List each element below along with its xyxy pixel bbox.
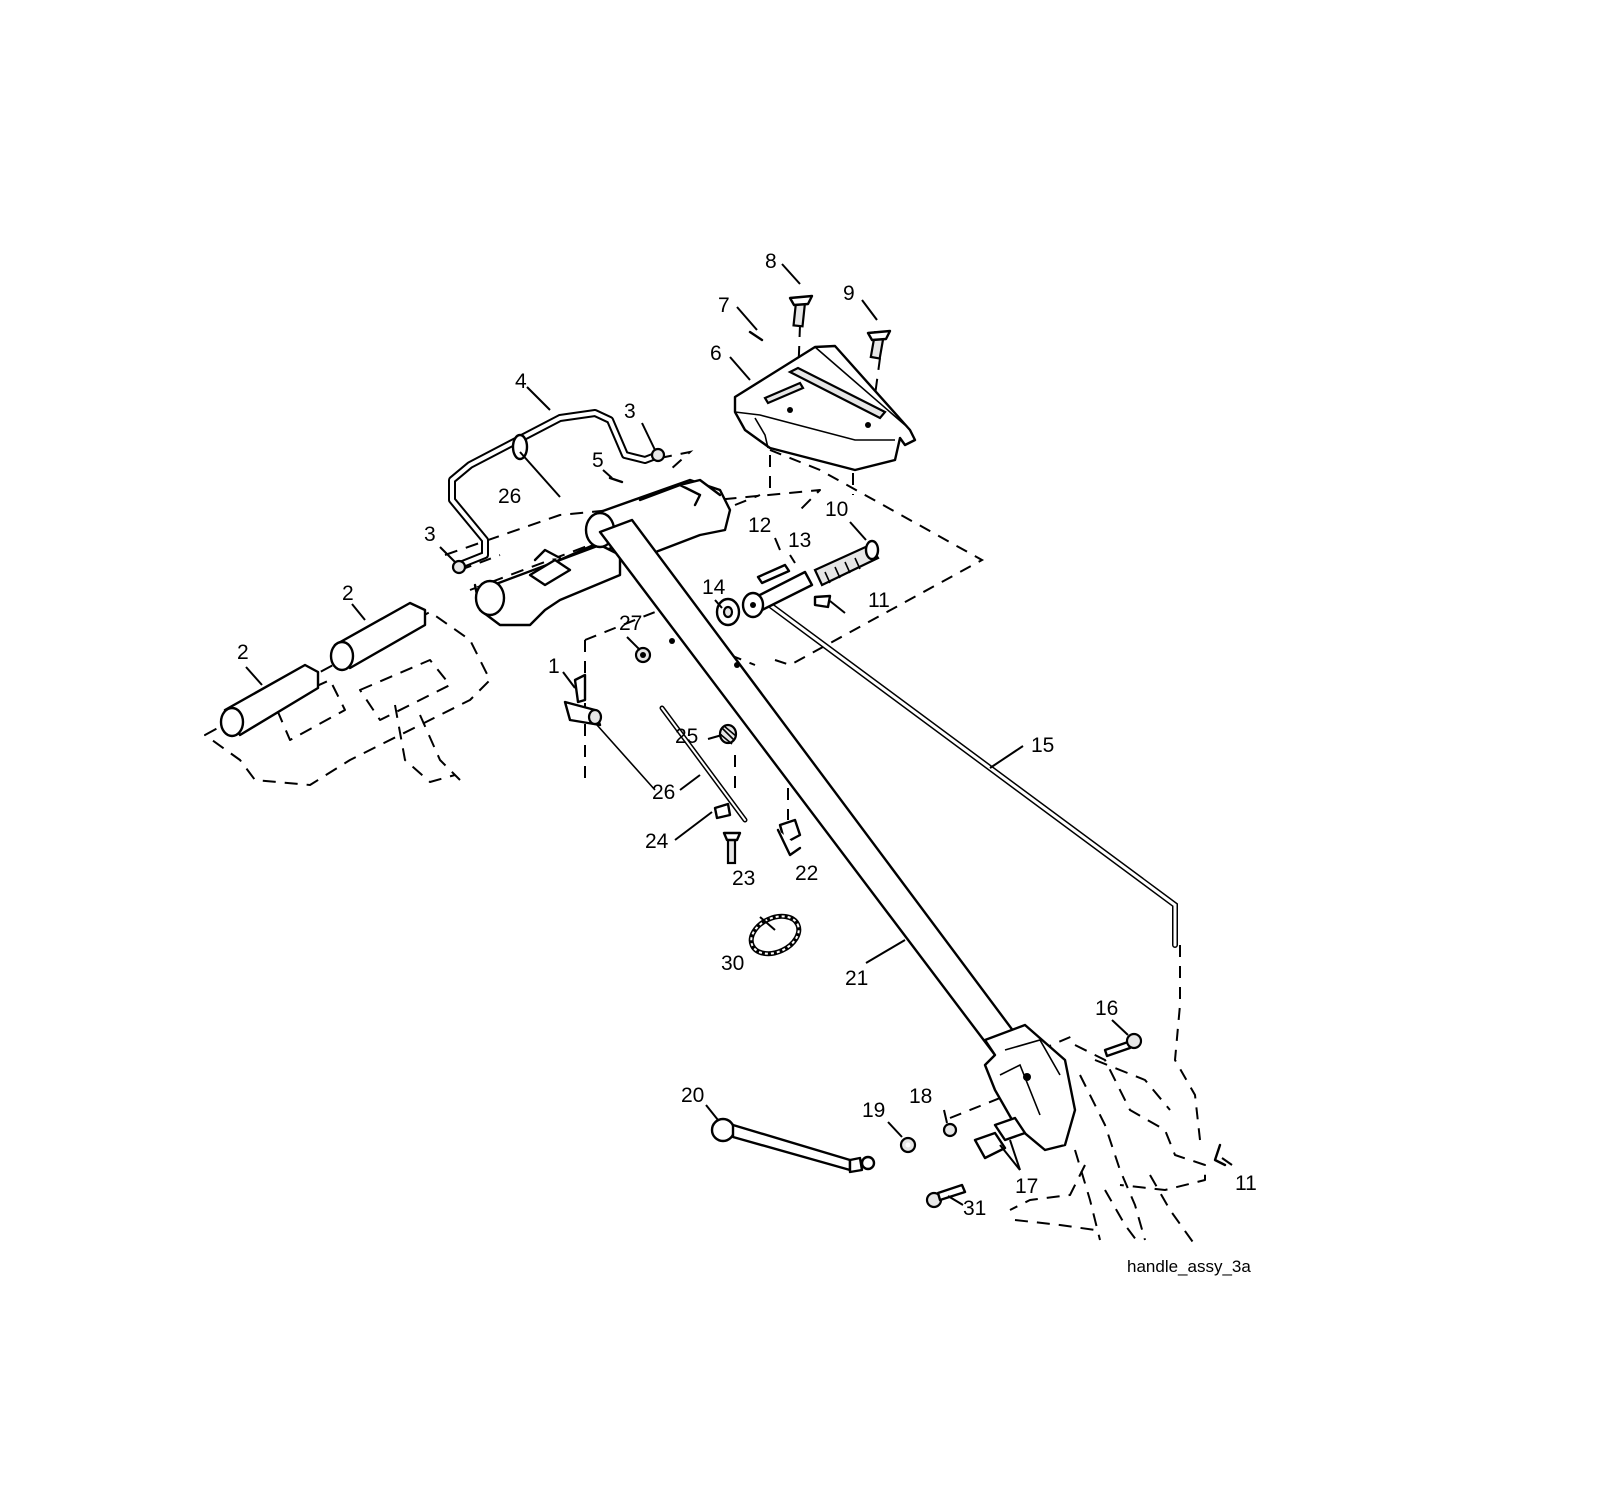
callout-12: 12 (748, 514, 771, 537)
clip-5 (608, 476, 624, 484)
main-handle-tube (598, 518, 1077, 1152)
bolt-16 (1103, 1032, 1143, 1058)
callout-20: 20 (681, 1084, 704, 1107)
callout-26-lower: 26 (652, 781, 675, 804)
figure-caption: handle_assy_3a (1127, 1257, 1251, 1276)
bolt-9 (866, 329, 892, 360)
bolt-31 (925, 1183, 967, 1209)
callout-3-left: 3 (424, 523, 436, 546)
callout-10: 10 (825, 498, 848, 521)
clip-24 (713, 802, 732, 820)
callout-5: 5 (592, 449, 604, 472)
rod-26-lower (596, 705, 748, 823)
callout-2-lower: 2 (237, 641, 249, 664)
callout-22: 22 (795, 862, 818, 885)
callout-14: 14 (702, 576, 726, 599)
callout-4: 4 (515, 370, 527, 393)
callout-26-upper: 26 (498, 485, 521, 508)
callout-9: 9 (843, 282, 855, 305)
spacer-14 (715, 597, 741, 627)
nut-18 (942, 1122, 958, 1138)
callout-25: 25 (675, 725, 698, 748)
spring-25 (718, 723, 738, 745)
hose-clamp-30 (748, 913, 802, 957)
callout-labels: 8 7 9 6 4 3 5 26 10 3 12 13 2 14 11 2 27… (237, 250, 1257, 1220)
knob-10 (813, 539, 880, 587)
leader-lines (245, 263, 1233, 1206)
shift-lever-20 (710, 1117, 876, 1174)
nut-3-right (650, 447, 666, 463)
callout-21: 21 (845, 967, 868, 990)
callout-17: 17 (1015, 1175, 1038, 1198)
callout-15: 15 (1031, 734, 1054, 757)
rod-13 (741, 570, 814, 619)
callout-27: 27 (619, 612, 642, 635)
bolt-23 (722, 831, 742, 865)
washer-19 (899, 1136, 917, 1154)
nut-3-left (451, 559, 467, 575)
bail-rod (448, 409, 662, 569)
callout-3-right: 3 (624, 400, 636, 423)
callout-11-upper: 11 (868, 589, 890, 612)
bolt-12 (756, 563, 791, 585)
rod-15 (767, 602, 1178, 948)
pin-7 (748, 330, 764, 342)
callout-1: 1 (548, 655, 560, 678)
callout-2-upper: 2 (342, 582, 354, 605)
callout-30: 30 (721, 952, 744, 975)
callout-8: 8 (765, 250, 777, 273)
callout-7: 7 (718, 294, 730, 317)
bracket-22 (776, 818, 802, 857)
hair-pin-11-upper (813, 594, 832, 609)
nut-27 (634, 646, 652, 664)
callout-16: 16 (1095, 997, 1118, 1020)
callout-24: 24 (645, 830, 669, 853)
callout-23: 23 (732, 867, 755, 890)
grip-2-lower (219, 663, 320, 738)
callout-6: 6 (710, 342, 722, 365)
callout-18: 18 (909, 1085, 932, 1108)
callout-19: 19 (862, 1099, 885, 1122)
bracket-1 (563, 673, 603, 727)
callout-13: 13 (788, 529, 811, 552)
spacer-17 (973, 1116, 1027, 1160)
callout-11-lower: 11 (1235, 1172, 1257, 1195)
hair-pin-11-lower (1213, 1143, 1227, 1167)
control-shroud (733, 344, 917, 472)
callout-31: 31 (963, 1197, 986, 1220)
grip-2-upper (329, 601, 427, 672)
bolt-8 (788, 294, 814, 328)
